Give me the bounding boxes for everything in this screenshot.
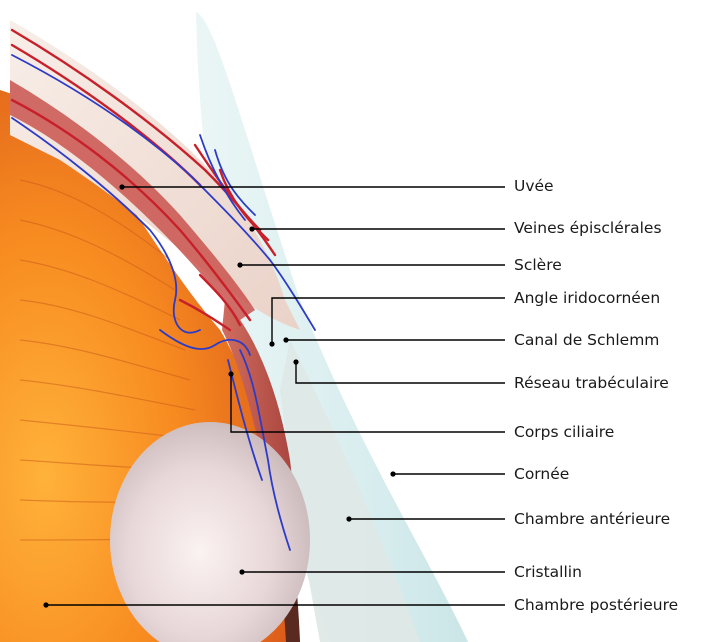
label-corps-ciliaire: Corps ciliaire — [514, 423, 614, 441]
label-reseau-trabeculaire: Réseau trabéculaire — [514, 374, 669, 392]
label-cristallin: Cristallin — [514, 563, 582, 581]
label-canal-de-schlemm: Canal de Schlemm — [514, 331, 659, 349]
label-angle-iridocorneen: Angle iridocornéen — [514, 289, 660, 307]
label-chambre-anterieure: Chambre antérieure — [514, 510, 670, 528]
label-uvee: Uvée — [514, 177, 554, 195]
label-veines-episclerales: Veines épisclérales — [514, 219, 662, 237]
label-chambre-posterieure: Chambre postérieure — [514, 596, 678, 614]
label-sclere: Sclère — [514, 256, 562, 274]
label-cornee: Cornée — [514, 465, 569, 483]
anterior-chamber-shape — [280, 340, 420, 642]
